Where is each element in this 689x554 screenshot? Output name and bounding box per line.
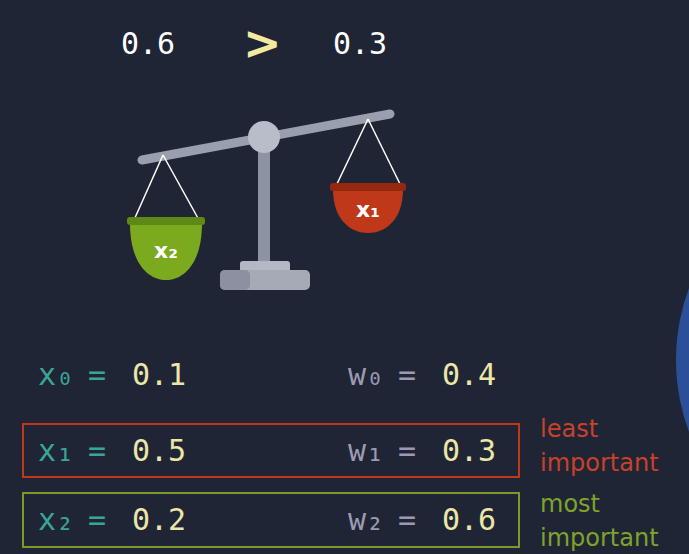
weight-name: w₁ bbox=[348, 433, 384, 469]
scale-base-shade bbox=[220, 270, 250, 290]
basket-string bbox=[336, 119, 368, 186]
input-value: 0.1 bbox=[132, 357, 186, 393]
equals-sign: = bbox=[88, 502, 106, 538]
weight-basket: x₁ bbox=[330, 183, 406, 233]
blue-circle-edge bbox=[676, 154, 689, 554]
highlight-box: x₂ = 0.2 w₂ = 0.6 bbox=[22, 492, 520, 548]
scale-base bbox=[220, 270, 310, 290]
scale-pillar bbox=[258, 140, 270, 266]
basket-string bbox=[368, 119, 401, 186]
importance-note: least important bbox=[540, 412, 680, 480]
basket-rim bbox=[127, 217, 205, 225]
equals-sign: = bbox=[398, 357, 416, 393]
weight-value: 0.3 bbox=[442, 433, 496, 469]
equals-sign: = bbox=[398, 433, 416, 469]
equals-sign: = bbox=[398, 502, 416, 538]
basket-rim bbox=[330, 183, 406, 191]
weight-name: w₀ bbox=[348, 357, 384, 393]
input-name: x₂ bbox=[38, 502, 74, 538]
input-value: 0.2 bbox=[132, 502, 186, 538]
weight-value: 0.6 bbox=[442, 502, 496, 538]
scale-pivot bbox=[248, 121, 280, 153]
value-label: 0.3 bbox=[333, 26, 387, 62]
input-value: 0.5 bbox=[132, 433, 186, 469]
input-name: x₁ bbox=[38, 433, 74, 469]
weight-name: w₂ bbox=[348, 502, 384, 538]
highlight-box: x₁ = 0.5 w₁ = 0.3 bbox=[22, 423, 520, 478]
weight-basket: x₂ bbox=[127, 217, 205, 280]
comparison-sign: > bbox=[243, 18, 282, 68]
equals-sign: = bbox=[88, 357, 106, 393]
value-label: 0.6 bbox=[121, 26, 175, 62]
input-name: x₀ bbox=[38, 357, 74, 393]
scale-beam bbox=[142, 114, 390, 160]
basket-label: x₂ bbox=[154, 238, 178, 264]
basket-bowl bbox=[333, 189, 403, 233]
importance-note: most important bbox=[540, 487, 680, 554]
basket-string bbox=[134, 155, 163, 220]
basket-string bbox=[163, 155, 199, 220]
equals-sign: = bbox=[88, 433, 106, 469]
basket-label: x₁ bbox=[356, 197, 380, 223]
weight-value: 0.4 bbox=[442, 357, 496, 393]
basket-bowl bbox=[130, 223, 202, 280]
